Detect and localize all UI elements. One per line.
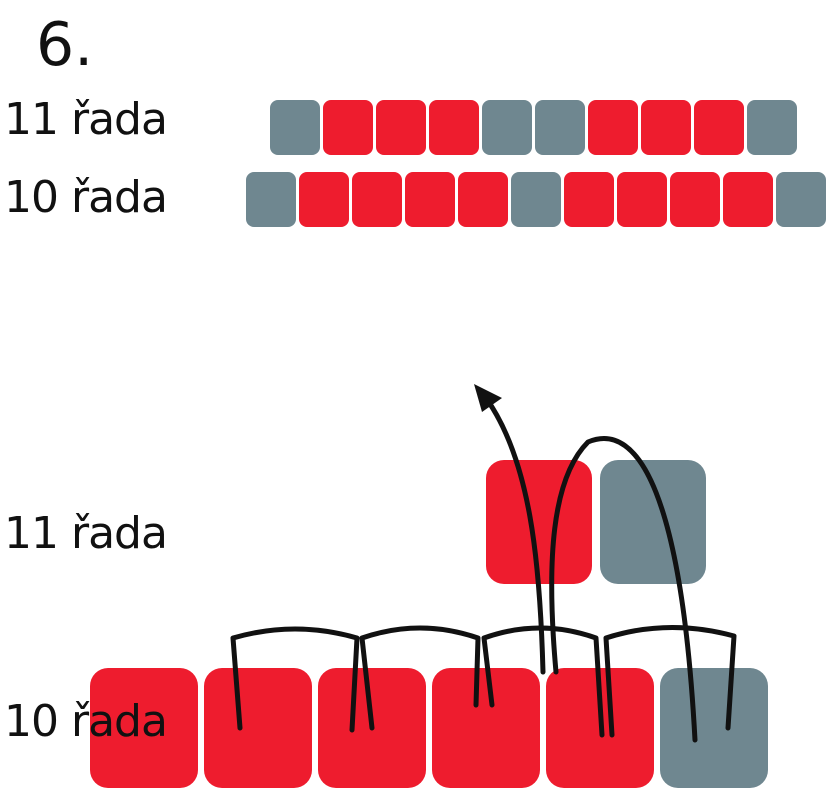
red-bead (323, 100, 373, 155)
thread-through-row11 (549, 436, 698, 743)
pattern-row-11 (270, 100, 797, 155)
gray-bead (270, 100, 320, 155)
red-bead (564, 172, 614, 227)
arrow-head-icon (474, 384, 502, 412)
detail-row-10-label: 10 řada (4, 696, 168, 747)
detail-red-bead (486, 460, 592, 584)
red-bead (405, 172, 455, 227)
row-10-label: 10 řada (4, 172, 168, 223)
detail-gray-bead (660, 668, 768, 788)
gray-bead (776, 172, 826, 227)
detail-row-11-label: 11 řada (4, 508, 168, 559)
gray-bead (246, 172, 296, 227)
step-number: 6. (36, 10, 94, 80)
red-bead (376, 100, 426, 155)
detail-red-bead (432, 668, 540, 788)
gray-bead (482, 100, 532, 155)
thread-loop (603, 625, 737, 738)
pattern-row-10 (246, 172, 826, 227)
detail-red-bead (90, 668, 198, 788)
gray-bead (535, 100, 585, 155)
gray-bead (747, 100, 797, 155)
red-bead (429, 100, 479, 155)
red-bead (352, 172, 402, 227)
red-bead (670, 172, 720, 227)
thread-exit (483, 395, 546, 675)
red-bead (641, 100, 691, 155)
thread-loop (230, 626, 360, 733)
red-bead (723, 172, 773, 227)
red-bead (299, 172, 349, 227)
red-bead (458, 172, 508, 227)
red-bead (617, 172, 667, 227)
row-11-label: 11 řada (4, 94, 168, 145)
gray-bead (511, 172, 561, 227)
red-bead (588, 100, 638, 155)
detail-red-bead (204, 668, 312, 788)
red-bead (694, 100, 744, 155)
thread-loop (359, 625, 481, 731)
